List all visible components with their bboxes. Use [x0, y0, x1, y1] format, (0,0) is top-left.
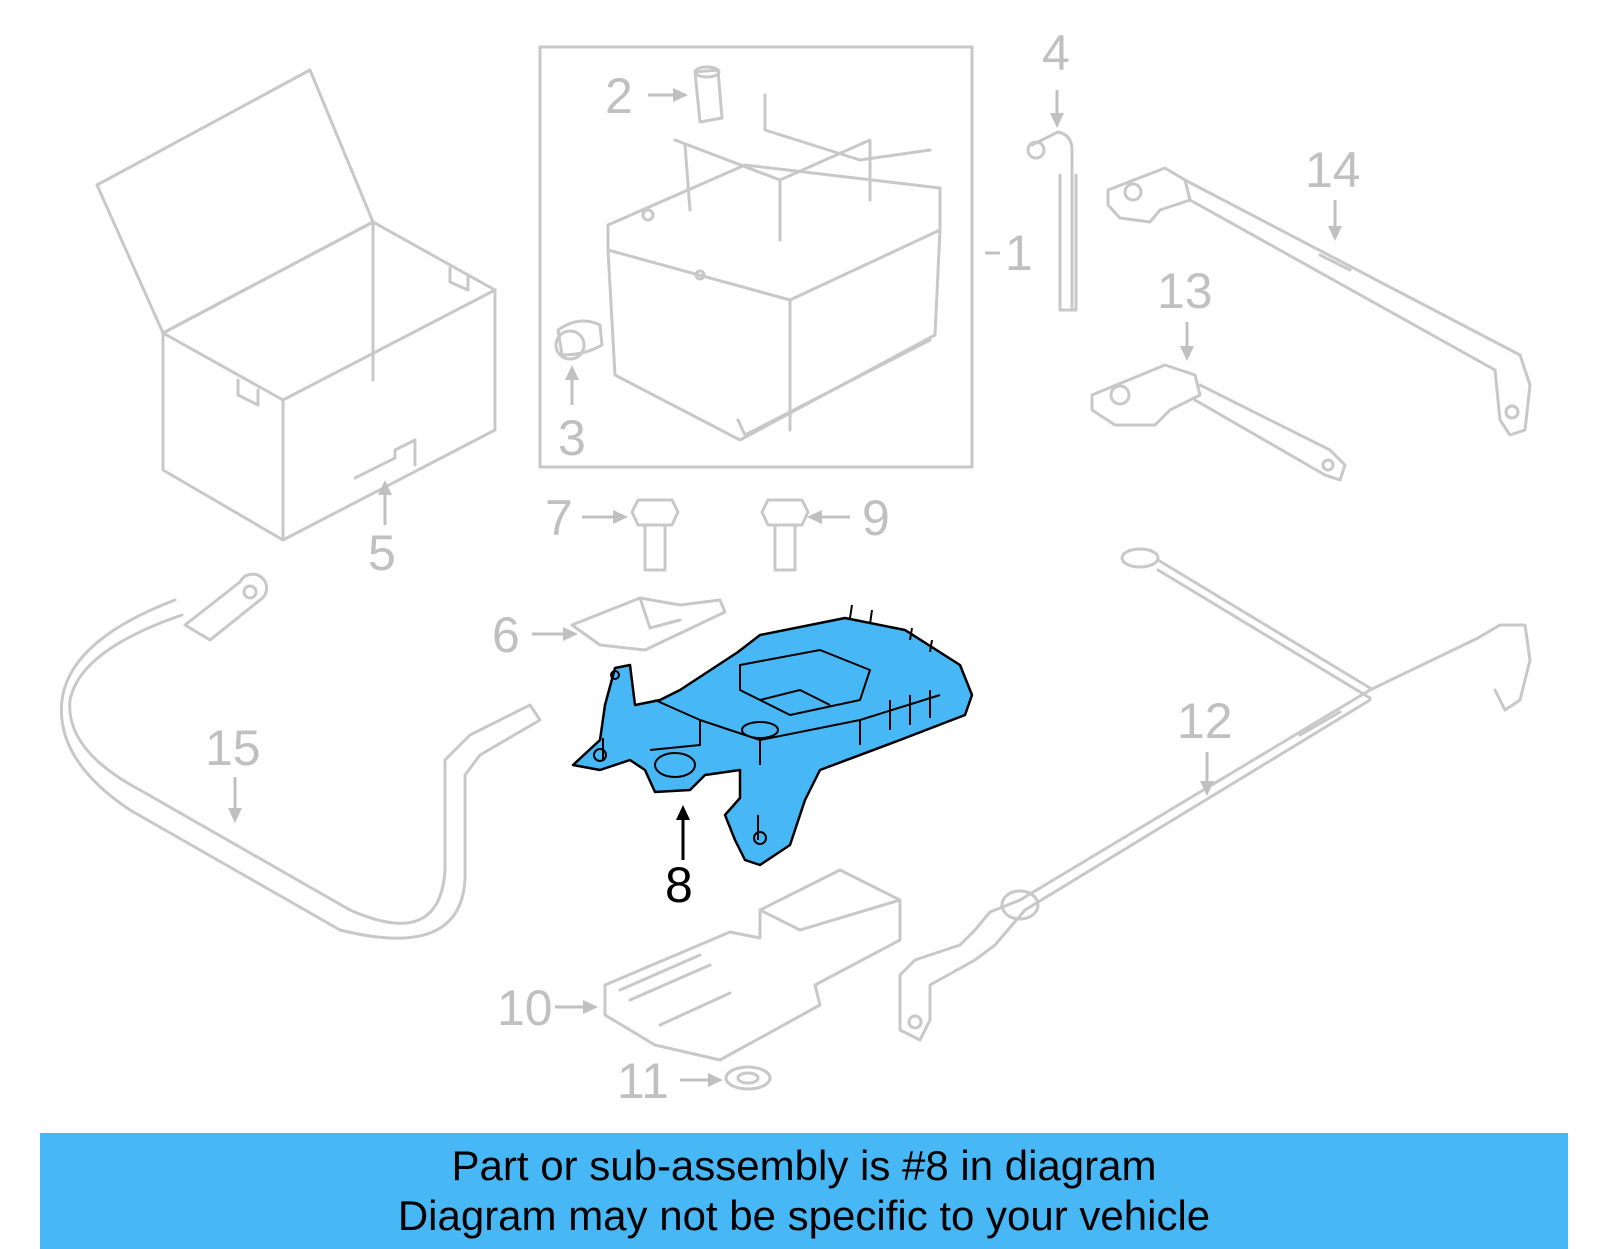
callout-5: 5	[368, 525, 396, 581]
part-11-washer-hole	[736, 1071, 760, 1085]
part-7-bolt[interactable]	[630, 498, 680, 572]
part-12-cable[interactable]	[898, 547, 1532, 1042]
info-banner: Part or sub-assembly is #8 in diagram Di…	[40, 1133, 1568, 1249]
part-14-battery-cable[interactable]	[1106, 166, 1532, 437]
callout-8: 8	[665, 857, 693, 913]
callout-11: 11	[617, 1053, 669, 1109]
callout-4: 4	[1042, 25, 1070, 81]
part-11-washer[interactable]	[724, 1065, 772, 1091]
callout-15: 15	[205, 720, 261, 776]
part-6-bracket[interactable]	[570, 596, 727, 652]
callout-labels: 1 2 3 4 5 6 7 8 9 10 11 12 13 14 15	[205, 25, 1361, 1109]
callout-1: 1	[1005, 225, 1033, 281]
part-10-tray-base[interactable]	[603, 868, 902, 1062]
callout-leaders	[228, 88, 1342, 1087]
part-4-vent-tube[interactable]	[1026, 130, 1078, 312]
callout-3: 3	[558, 410, 586, 466]
part-15-ground-cable[interactable]	[59, 572, 542, 940]
part-1-battery[interactable]	[606, 93, 942, 442]
part-5-battery-box[interactable]	[95, 68, 497, 542]
part-1-frame	[538, 45, 974, 469]
callout-12: 12	[1177, 693, 1233, 749]
callout-14: 14	[1305, 142, 1361, 198]
callout-9: 9	[862, 490, 890, 546]
callout-10: 10	[497, 980, 553, 1036]
callout-13: 13	[1157, 263, 1213, 319]
callout-7: 7	[545, 490, 573, 546]
callout-2: 2	[605, 68, 633, 124]
part-3-terminal-cap[interactable]	[554, 319, 604, 361]
part-2-vent-plug[interactable]	[693, 65, 724, 124]
callout-6: 6	[492, 607, 520, 663]
part-8-battery-tray[interactable]	[571, 604, 974, 867]
banner-line-1: Part or sub-assembly is #8 in diagram	[451, 1142, 1157, 1189]
part-13-terminal-clamp[interactable]	[1090, 363, 1347, 482]
banner-line-2: Diagram may not be specific to your vehi…	[397, 1192, 1211, 1239]
part-9-bolt[interactable]	[760, 498, 810, 572]
